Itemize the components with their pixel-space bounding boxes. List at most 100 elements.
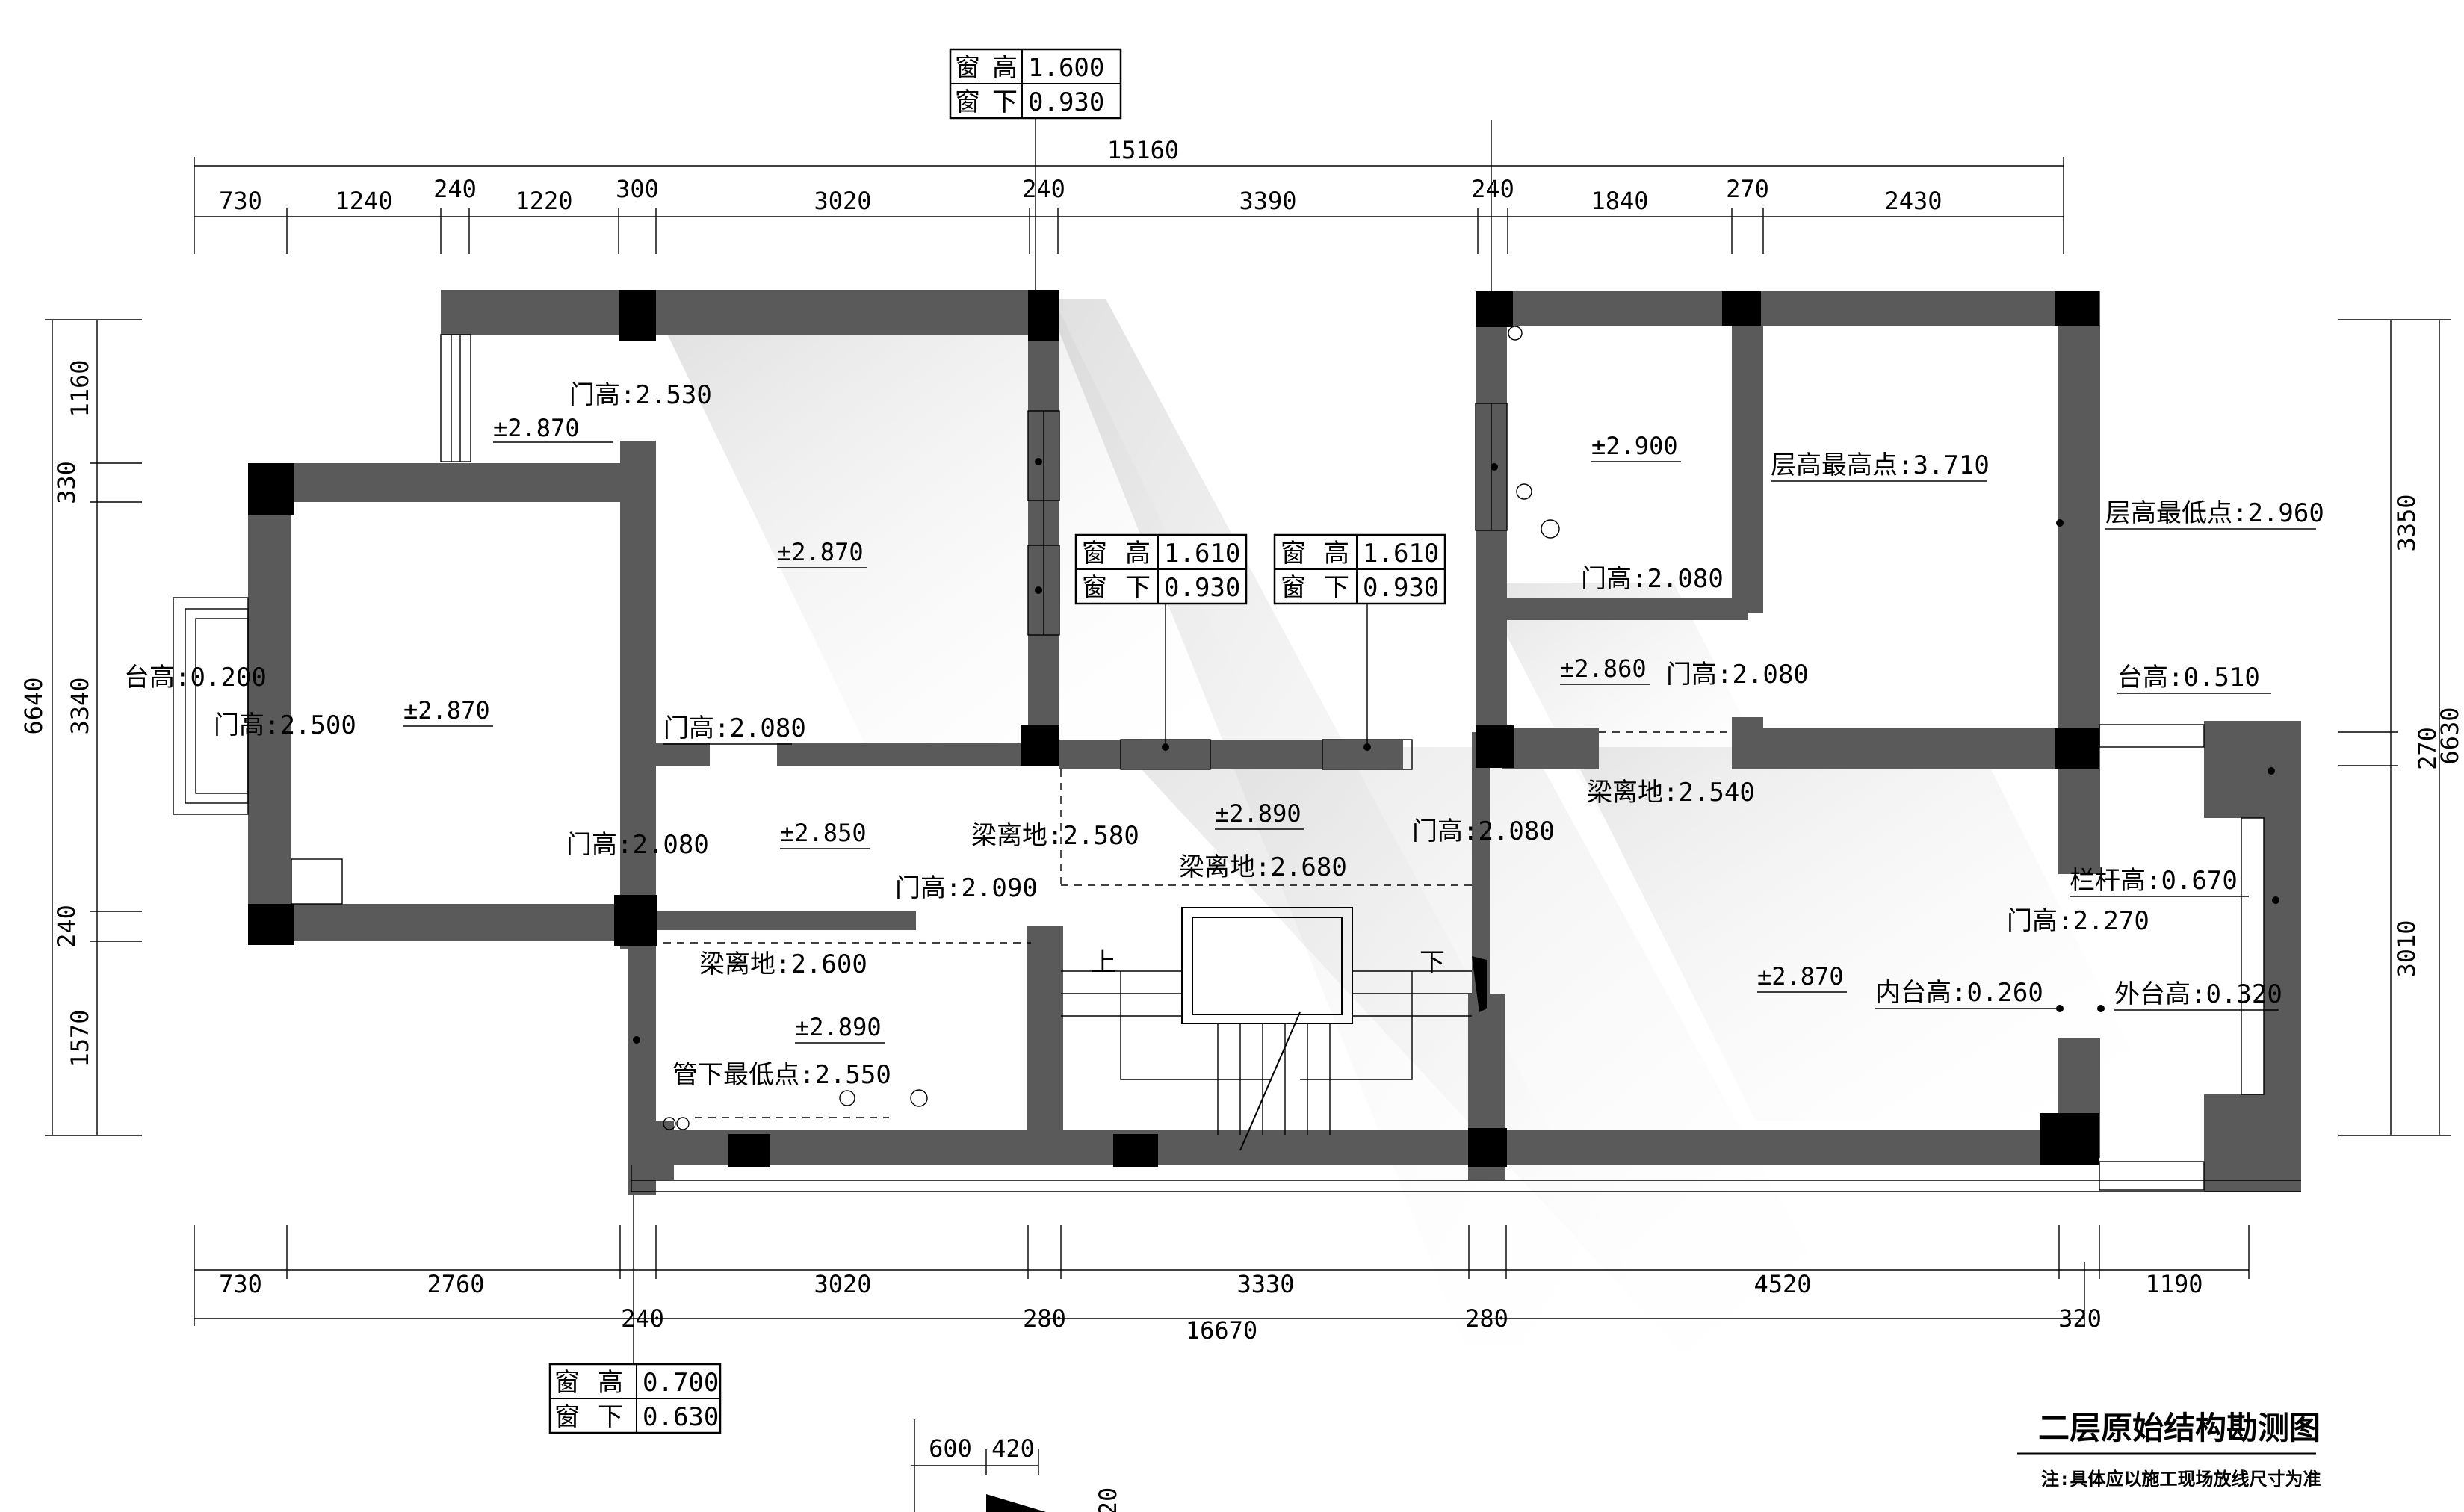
- dim-bottom: 2760: [427, 1270, 484, 1298]
- walls: [248, 290, 2301, 1195]
- top-dimensions: 15160 730 1240 240 1220 300 3020 240 339…: [194, 112, 2064, 291]
- elevation-mark: ±2.860: [1560, 654, 1647, 683]
- floor-elevations: ±2.870 ±2.870 ±2.870 ±2.850 ±2.890 ±2.89…: [403, 414, 1847, 1044]
- dim-bottom: 4520: [1753, 1270, 1811, 1298]
- svg-text:1.600: 1.600: [1028, 53, 1104, 83]
- svg-text:窗: 窗: [1082, 539, 1107, 568]
- dim-bottom: 3020: [814, 1270, 871, 1298]
- svg-text:窗: 窗: [955, 53, 980, 83]
- elevation-mark: ±2.890: [795, 1013, 882, 1041]
- dim-bottom-sub: 320: [2058, 1304, 2102, 1333]
- dim-top: 300: [616, 175, 659, 203]
- elevation-mark: ±2.870: [1757, 962, 1844, 991]
- dim-left-total: 6640: [19, 677, 48, 734]
- door-height-label: 门高:2.090: [895, 873, 1038, 903]
- svg-text:窗: 窗: [1281, 539, 1306, 568]
- svg-text:高: 高: [598, 1368, 623, 1398]
- svg-text:0.930: 0.930: [1164, 573, 1240, 603]
- svg-text:窗: 窗: [955, 87, 980, 117]
- elevation-mark: ±2.870: [403, 696, 490, 725]
- right-dimensions: 3350 270 3010 6630: [2338, 319, 2464, 1136]
- dim-right: 270: [2413, 727, 2442, 770]
- railing-height-label: 栏杆高:0.670: [2070, 866, 2238, 896]
- stair-down-label: 下: [1420, 948, 1445, 978]
- beam-height-label: 梁离地:2.540: [1587, 778, 1755, 808]
- svg-text:0.630: 0.630: [643, 1402, 719, 1432]
- annotation-labels: 门高:2.530 台高:0.200 门高:2.500 门高:2.080 门高:2…: [124, 380, 2324, 1090]
- dim-left: 1570: [66, 1009, 94, 1067]
- window-tag: 窗高 1.600 窗下 0.930: [949, 48, 1122, 120]
- door-height-label: 门高:2.270: [2007, 906, 2149, 936]
- svg-text:下: 下: [992, 87, 1018, 117]
- beam-height-label: 梁离地:2.680: [1179, 852, 1347, 882]
- interior-details: [291, 326, 2279, 1130]
- svg-text:0.700: 0.700: [643, 1368, 719, 1398]
- dim-top: 3390: [1239, 187, 1296, 215]
- dim-detail: 20: [1094, 1487, 1122, 1512]
- door-height-label: 门高:2.530: [569, 380, 712, 410]
- door-height-label: 门高:2.080: [1581, 564, 1724, 594]
- sill-height-label: 台高:0.200: [124, 663, 267, 693]
- svg-text:窗: 窗: [554, 1368, 580, 1398]
- dim-bottom: 1190: [2145, 1270, 2203, 1298]
- beam-height-label: 梁离地:2.600: [699, 949, 867, 979]
- dim-left: 1160: [66, 359, 94, 417]
- svg-text:1.610: 1.610: [1164, 539, 1240, 568]
- dim-right: 3010: [2392, 920, 2421, 977]
- svg-text:高: 高: [1125, 539, 1151, 568]
- svg-text:窗: 窗: [1082, 573, 1107, 603]
- dim-detail: 420: [991, 1434, 1035, 1463]
- dim-bottom-total: 16670: [1186, 1316, 1257, 1345]
- dim-bottom-sub: 280: [1465, 1304, 1508, 1333]
- dim-top: 1840: [1591, 187, 1648, 215]
- svg-text:窗: 窗: [554, 1402, 580, 1432]
- dim-top: 270: [1726, 175, 1769, 203]
- door-height-label: 门高:2.080: [566, 830, 709, 860]
- ceiling-min-label: 层高最低点:2.960: [2105, 498, 2324, 528]
- drawing-title: 二层原始结构勘测图: [2038, 1410, 2321, 1446]
- svg-text:1.610: 1.610: [1363, 539, 1439, 568]
- staircase: [1061, 907, 1487, 1151]
- detail-dimensions: 600 420 20: [911, 1419, 1122, 1512]
- elevation-mark: ±2.900: [1591, 432, 1678, 460]
- dim-top: 2430: [1884, 187, 1942, 215]
- dim-bottom-sub: 240: [621, 1304, 664, 1333]
- window-tag: 窗高 0.700 窗下 0.630: [548, 1363, 722, 1434]
- dim-top: 240: [1022, 175, 1065, 203]
- door-height-label: 门高:2.500: [214, 710, 356, 740]
- dim-top-total: 15160: [1107, 136, 1179, 164]
- dim-bottom-sub: 280: [1023, 1304, 1066, 1333]
- dim-top: 240: [433, 175, 477, 203]
- dim-detail: 600: [929, 1434, 972, 1463]
- dim-right: 3350: [2392, 494, 2421, 551]
- elevation-mark: ±2.850: [780, 819, 867, 847]
- inner-sill-label: 内台高:0.260: [1875, 978, 2043, 1008]
- svg-text:窗: 窗: [1281, 573, 1306, 603]
- svg-text:高: 高: [992, 53, 1018, 83]
- dim-top: 1220: [515, 187, 572, 215]
- svg-text:下: 下: [1324, 573, 1349, 603]
- left-dimensions: 1160 330 3340 240 1570 6640: [19, 319, 142, 1136]
- dim-top: 730: [219, 187, 262, 215]
- window-openings: [173, 334, 2301, 1192]
- dim-left: 3340: [66, 677, 94, 734]
- svg-text:0.930: 0.930: [1028, 87, 1104, 117]
- dim-top: 1240: [335, 187, 392, 215]
- svg-text:下: 下: [598, 1402, 623, 1432]
- dim-top: 240: [1471, 175, 1514, 203]
- svg-text:高: 高: [1324, 539, 1349, 568]
- door-height-label: 门高:2.080: [663, 713, 806, 743]
- outer-sill-label: 外台高:0.320: [2114, 979, 2282, 1009]
- elevation-mark: ±2.870: [777, 538, 864, 566]
- door-height-label: 门高:2.080: [1412, 817, 1555, 846]
- drawing-note: 注:具体应以施工现场放线尺寸为准: [2041, 1469, 2321, 1490]
- beam-height-label: 梁离地:2.580: [971, 821, 1139, 851]
- pipe-height-label: 管下最低点:2.550: [672, 1060, 891, 1090]
- title-block: 二层原始结构勘测图 注:具体应以施工现场放线尺寸为准: [2017, 1410, 2321, 1490]
- dim-right-total: 6630: [2436, 707, 2464, 764]
- bottom-dimensions: 730 2760 3020 3330 4520 1190 240 280 280…: [194, 1225, 2250, 1345]
- elevation-mark: ±2.890: [1215, 799, 1301, 828]
